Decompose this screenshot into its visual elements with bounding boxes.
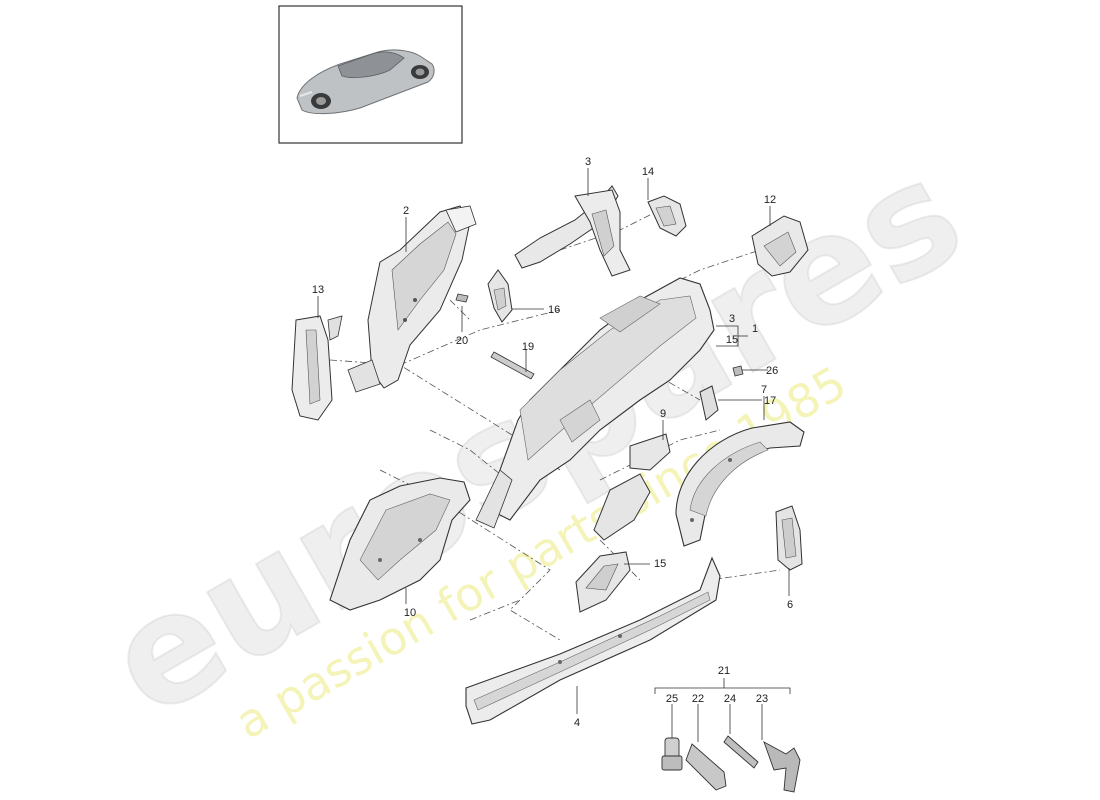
leader-lines bbox=[317, 168, 791, 742]
part-10-lower-pillar bbox=[329, 477, 471, 611]
callout-6: 6 bbox=[787, 599, 793, 611]
callouts: 2 3 14 12 13 16 20 19 3 1 15 26 7 17 9 1… bbox=[312, 156, 793, 729]
part-13-pillar-trim bbox=[291, 315, 343, 421]
callout-21: 21 bbox=[718, 665, 730, 677]
callout-25: 25 bbox=[666, 693, 678, 705]
part-23-applicator-gun bbox=[763, 741, 801, 793]
part-17-plate bbox=[699, 385, 719, 421]
callout-9: 9 bbox=[660, 408, 666, 420]
part-15-lower-bracket bbox=[575, 551, 631, 613]
part-7-wheel-housing bbox=[675, 421, 805, 547]
car-thumbnail bbox=[278, 5, 463, 144]
callout-3: 3 bbox=[585, 156, 591, 168]
part-26-clip bbox=[732, 365, 744, 377]
callout-16: 16 bbox=[548, 304, 560, 316]
part-4-side-sill bbox=[465, 556, 721, 725]
callout-1: 1 bbox=[752, 323, 758, 335]
callout-4: 4 bbox=[574, 717, 580, 729]
part-22-tube bbox=[685, 743, 727, 791]
callout-12: 12 bbox=[764, 194, 776, 206]
part-12-rear-bracket bbox=[751, 215, 809, 277]
callout-7: 7 bbox=[761, 384, 767, 396]
part-1-side-panel bbox=[475, 277, 715, 529]
part-6-bracket bbox=[775, 505, 803, 571]
callout-22: 22 bbox=[692, 693, 704, 705]
callout-19: 19 bbox=[522, 341, 534, 353]
callout-10: 10 bbox=[404, 607, 416, 619]
callout-15: 15 bbox=[654, 558, 666, 570]
part-20-stud bbox=[455, 293, 469, 303]
callout-15b: 15 bbox=[726, 334, 738, 346]
callout-14: 14 bbox=[642, 166, 654, 178]
part-25-cap bbox=[661, 737, 683, 771]
callout-13: 13 bbox=[312, 284, 324, 296]
callout-20: 20 bbox=[456, 335, 468, 347]
callout-26: 26 bbox=[766, 365, 778, 377]
part-16-gusset bbox=[487, 269, 513, 323]
callout-24: 24 bbox=[724, 693, 736, 705]
callout-2: 2 bbox=[403, 205, 409, 217]
callout-3b: 3 bbox=[729, 313, 735, 325]
callout-17: 17 bbox=[764, 395, 776, 407]
part-9-reinforcement bbox=[629, 433, 671, 471]
part-19-rod bbox=[490, 351, 535, 380]
part-14-bracket bbox=[647, 195, 687, 237]
part-2-a-pillar bbox=[347, 205, 477, 393]
car-thumbnail-image bbox=[296, 49, 435, 115]
part-24-nozzle bbox=[723, 735, 759, 769]
callout-23: 23 bbox=[756, 693, 768, 705]
part-middle-reinforcement bbox=[593, 473, 651, 541]
part-3-roof-frame bbox=[514, 185, 631, 277]
